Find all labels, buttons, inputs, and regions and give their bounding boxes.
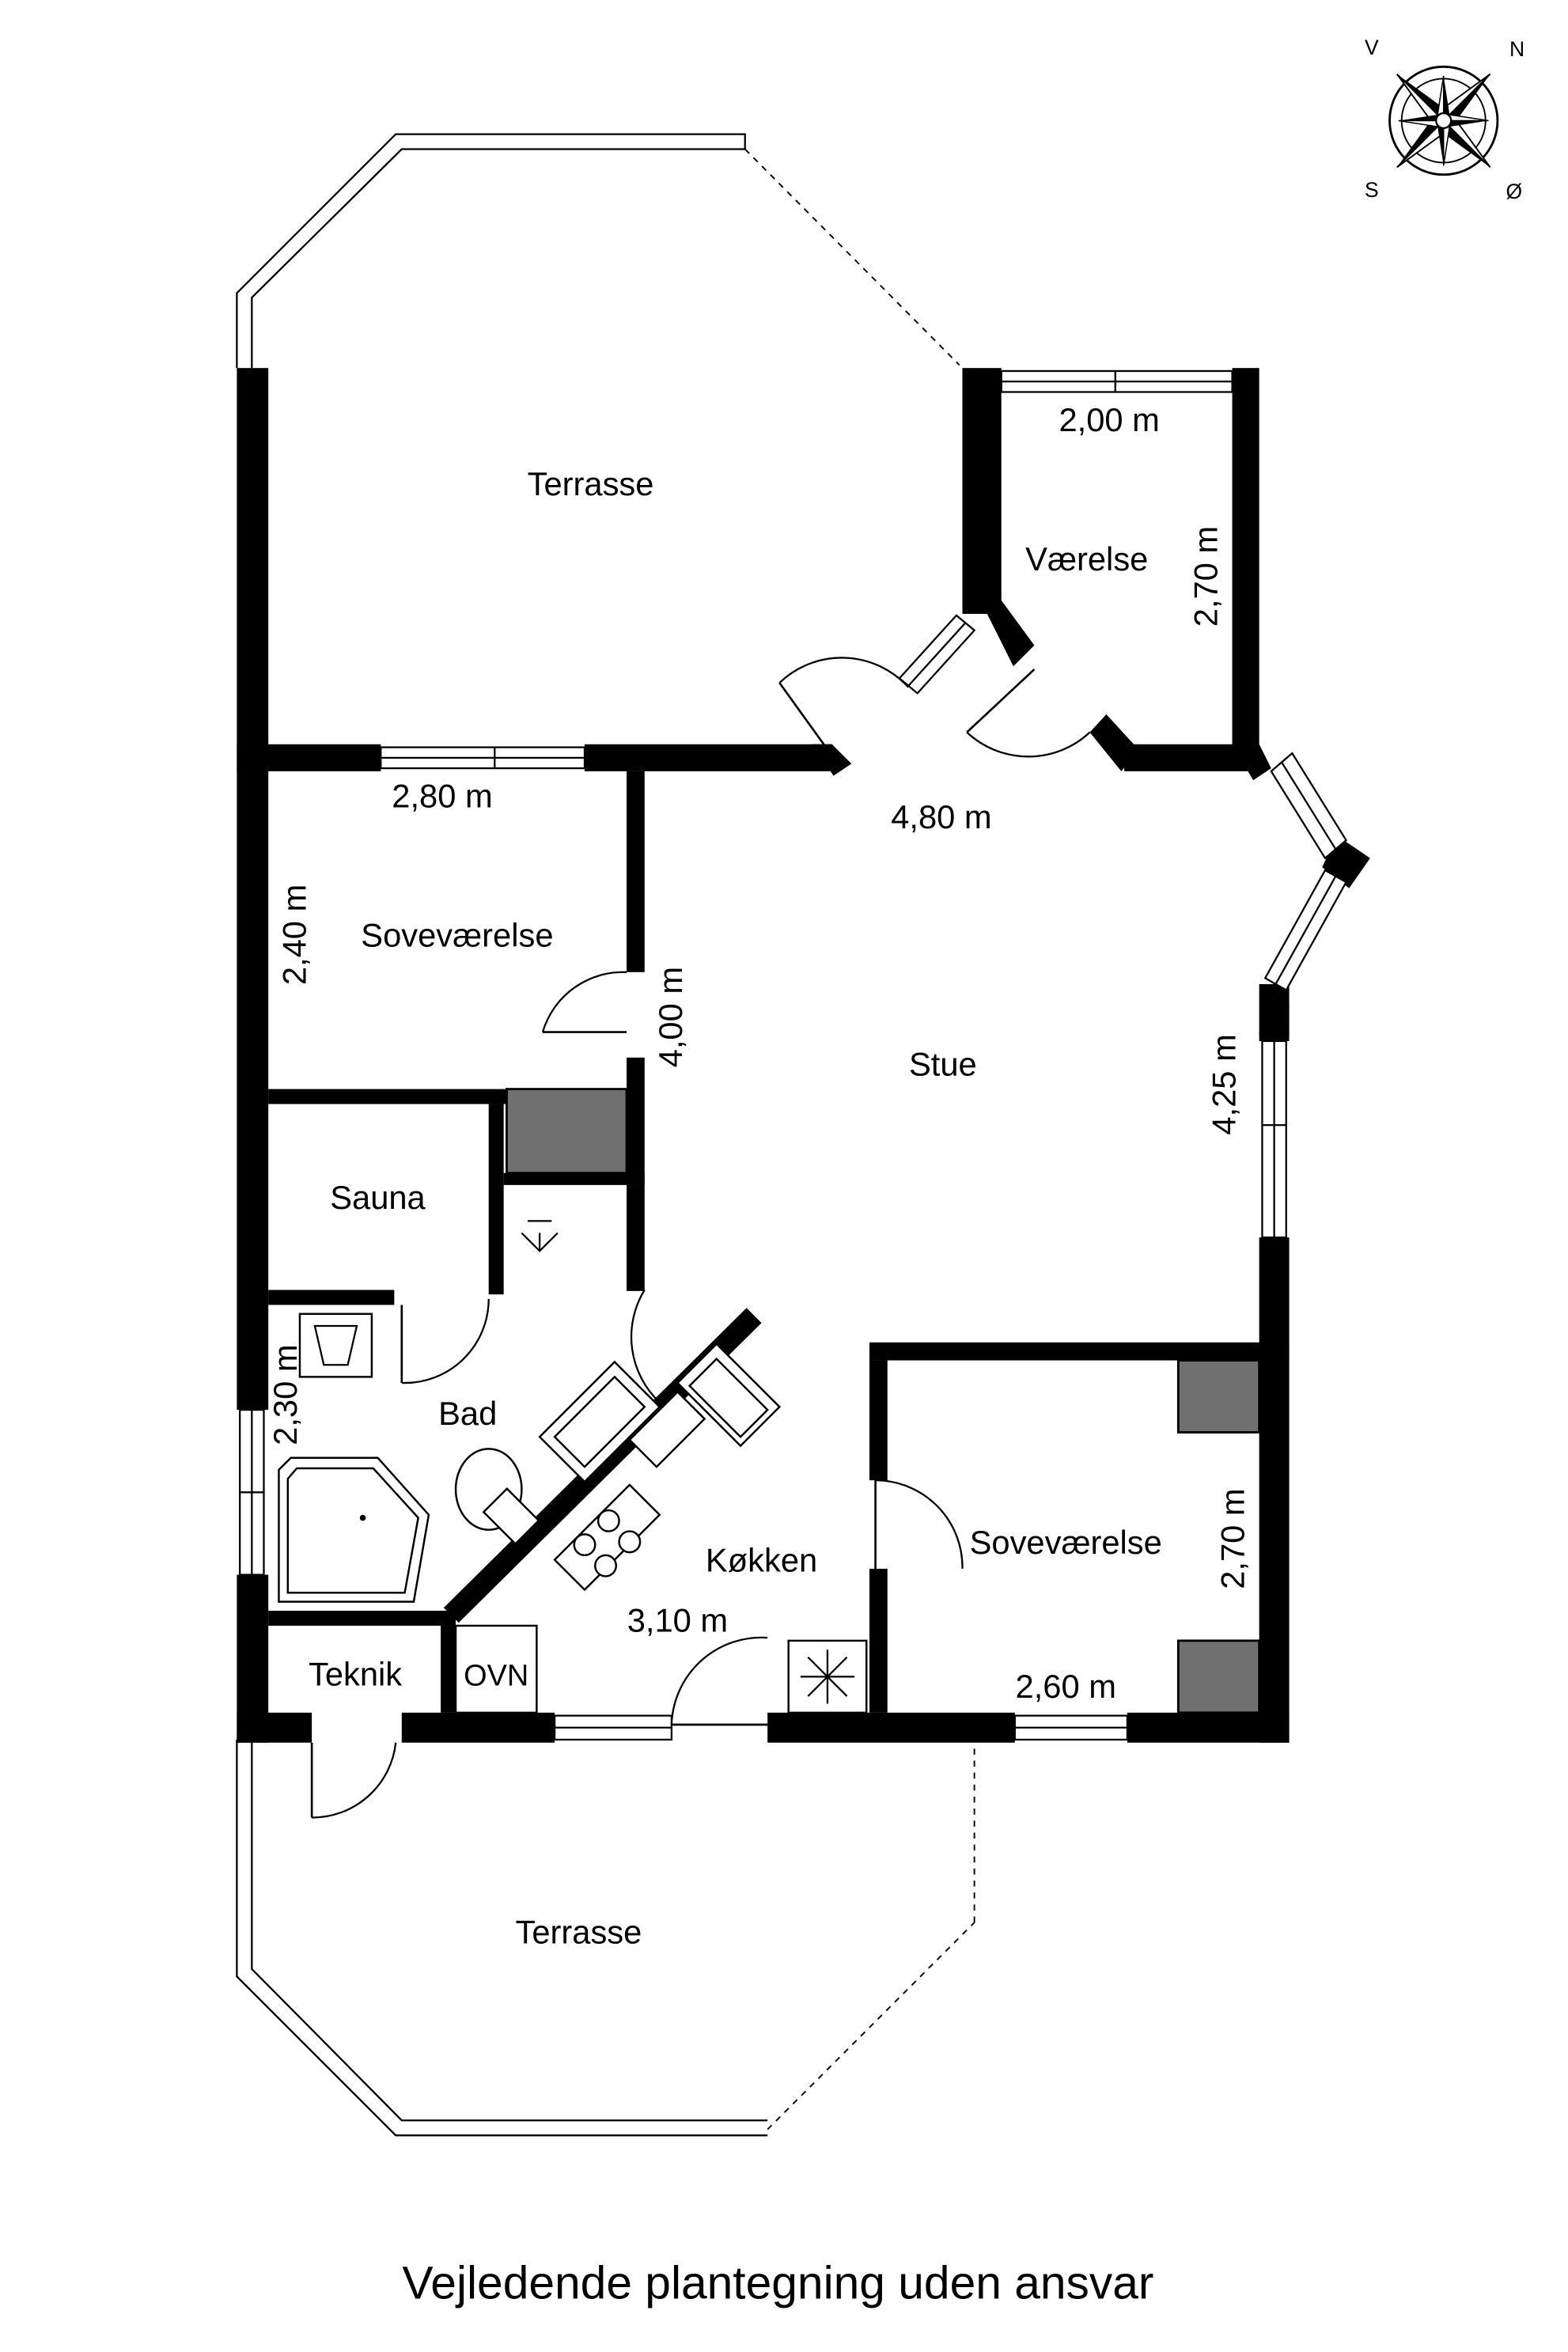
dim-sovevaerelse-left-depth: 2,40 m xyxy=(276,884,313,985)
label-teknik: Teknik xyxy=(309,1656,402,1693)
label-stue: Stue xyxy=(909,1046,977,1083)
walls xyxy=(237,368,1370,1743)
label-bad: Bad xyxy=(438,1395,497,1432)
label-sovevaerelse-left: Soveværelse xyxy=(361,917,553,954)
compass-icon xyxy=(1388,65,1499,176)
compass-north: N xyxy=(1509,37,1524,61)
terrace-top-outline xyxy=(236,133,960,369)
dim-sovevaerelse-left-width: 2,80 m xyxy=(392,777,492,814)
dimension-labels: 2,00 m 2,70 m 2,80 m 2,40 m 4,80 m 4,00 … xyxy=(267,401,1252,1705)
label-sauna: Sauna xyxy=(330,1179,426,1216)
dim-koekken-width: 3,10 m xyxy=(627,1602,728,1639)
bathroom-fixtures xyxy=(278,1220,559,1603)
dim-sovevaerelse-right-depth: 2,70 m xyxy=(1214,1488,1252,1589)
dim-stue-depth-right: 4,25 m xyxy=(1205,1034,1242,1134)
compass-rose: N Ø S V xyxy=(1365,36,1524,203)
compass-south: S xyxy=(1365,178,1379,202)
compass-west: V xyxy=(1365,36,1379,59)
dim-vaerelse-width: 2,00 m xyxy=(1059,401,1159,438)
doors xyxy=(310,657,1091,1819)
kitchen-fixtures xyxy=(454,1342,868,1714)
chimneys xyxy=(506,1088,1261,1714)
label-terrace-top: Terrasse xyxy=(528,465,654,502)
dim-stue-width: 4,80 m xyxy=(891,798,991,835)
dim-stue-depth-left: 4,00 m xyxy=(652,967,689,1067)
terrace-bottom-outline xyxy=(236,1739,975,2137)
dim-vaerelse-depth: 2,70 m xyxy=(1187,526,1225,627)
label-terrace-bottom: Terrasse xyxy=(516,1914,642,1951)
label-sovevaerelse-right: Soveværelse xyxy=(970,1524,1162,1561)
label-ovn: OVN xyxy=(464,1660,528,1693)
dim-bad-depth: 2,30 m xyxy=(267,1344,304,1445)
room-labels: Terrasse Værelse Soveværelse Stue Sauna … xyxy=(309,465,1162,1950)
label-vaerelse: Værelse xyxy=(1025,540,1148,578)
compass-east: Ø xyxy=(1506,180,1522,203)
windows xyxy=(239,369,1348,1741)
plan-caption: Vejledende plantegning uden ansvar xyxy=(402,2258,1153,2309)
label-koekken: Køkken xyxy=(706,1542,817,1579)
dim-sovevaerelse-right-width: 2,60 m xyxy=(1016,1668,1116,1705)
